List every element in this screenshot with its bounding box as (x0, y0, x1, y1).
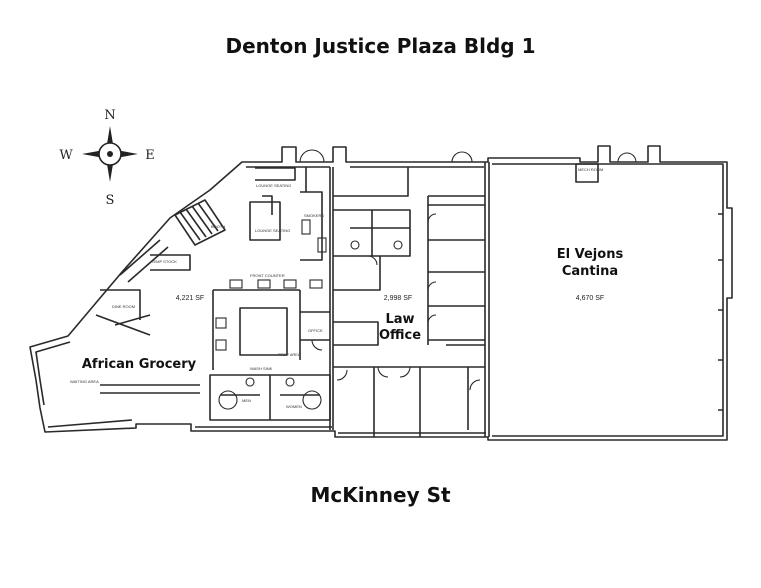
door-swing (377, 366, 411, 378)
fixture (285, 377, 295, 387)
fixture (229, 279, 243, 289)
door-swing (299, 149, 325, 163)
fixture (215, 339, 227, 351)
compass-east-label: E (145, 148, 155, 163)
fixture (393, 240, 403, 250)
tenant-label-law-office-line1: Law (385, 312, 414, 327)
compass-hub (107, 151, 113, 157)
room-label-lounge-seating: LOUNGE SEATING (256, 183, 291, 188)
room-label-dine-room: DINE ROOM (112, 304, 135, 309)
compass-rose: N S E W (59, 108, 154, 208)
fixture (283, 279, 297, 289)
fixture (302, 390, 322, 410)
building-outline (29, 145, 733, 441)
room-label-office: OFFICE (308, 328, 323, 333)
fixture (301, 219, 311, 235)
tenant-label-african-grocery: African Grocery (82, 357, 197, 372)
door-swing (311, 255, 378, 351)
fixture (350, 240, 360, 250)
door-swing (336, 369, 481, 391)
compass-north-label: N (104, 108, 115, 123)
room-label-booth: BOOTH (211, 224, 225, 229)
room-label-waiting-area: WAITING AREA (70, 379, 99, 384)
room-label-women: WOMEN (286, 404, 302, 409)
fixture (245, 377, 255, 387)
door-swing (451, 151, 473, 163)
room-label-wash-sink: WASH SINK (250, 366, 273, 371)
african-grocery-sf: 4,221 SF (176, 295, 204, 302)
law-office-sf: 2,998 SF (384, 295, 412, 302)
page-title: Denton Justice Plaza Bldg 1 (225, 34, 536, 58)
el-vejons-sf: 4,670 SF (576, 295, 604, 302)
fixture (218, 390, 238, 410)
fixture (317, 237, 327, 253)
compass-west-label: W (59, 148, 73, 163)
door-swing (617, 152, 637, 163)
tenant-label-law-office-line2: Office (379, 328, 421, 343)
room-label-front-counter: FRONT COUNTER (250, 273, 285, 278)
room-label-prep-area: PREP AREA (278, 352, 301, 357)
fixture (309, 279, 323, 289)
room-label-lounge-seating-2: LOUNGE SEATING (255, 228, 290, 233)
fixture (215, 317, 227, 329)
compass-south-label: S (106, 193, 115, 208)
room-label-smokers: SMOKERS (304, 213, 324, 218)
street-label: McKinney St (310, 483, 451, 507)
room-label-temp-stock: TEMP STOCK (151, 259, 177, 264)
room-label-men: MEN (242, 398, 251, 403)
fixture (257, 279, 271, 289)
room-label-mech-room: MECH ROOM (578, 167, 603, 172)
door-swing (427, 213, 437, 324)
tenant-label-el-vejons-line1: El Vejons (557, 247, 624, 262)
tenant-label-el-vejons-line2: Cantina (562, 264, 618, 279)
